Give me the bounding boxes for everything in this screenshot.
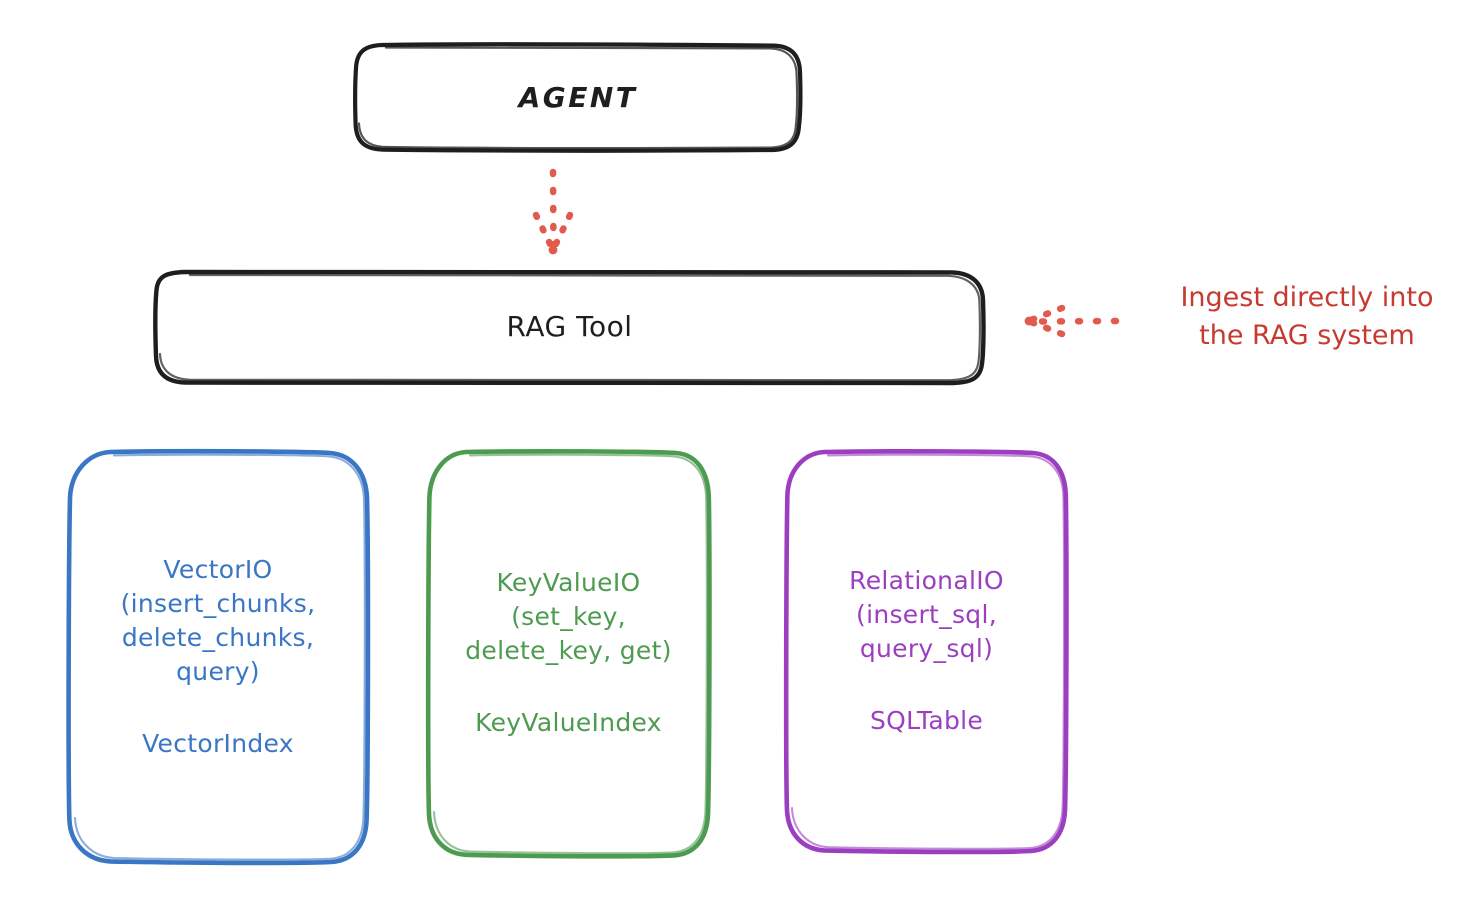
vector-io-subtitle: VectorIndex (142, 728, 294, 758)
rag-tool-box-outline (153, 268, 986, 387)
agent-label: AGENT (518, 80, 638, 114)
relational-io-title: RelationalIO (insert_sql, query_sql) (849, 565, 1004, 663)
connector-ingest-to-rag-tool (1024, 304, 1120, 338)
agent-box-outline (353, 42, 803, 153)
node-relational-io[interactable]: RelationalIO (insert_sql, query_sql) SQL… (787, 450, 1066, 851)
vector-io-box-outline (66, 448, 371, 866)
rag-tool-label: RAG Tool (506, 310, 633, 343)
node-vector-io[interactable]: VectorIO (insert_chunks, delete_chunks, … (68, 450, 368, 863)
node-key-value-io[interactable]: KeyValueIO (set_key, delete_key, get) Ke… (428, 450, 709, 856)
relational-io-box-outline (783, 448, 1069, 855)
connector-agent-to-rag-tool (532, 168, 574, 255)
key-value-io-title: KeyValueIO (set_key, delete_key, get) (465, 568, 672, 665)
key-value-io-subtitle: KeyValueIndex (475, 708, 662, 737)
node-rag-tool[interactable]: RAG Tool (155, 270, 984, 383)
relational-io-subtitle: SQLTable (869, 705, 984, 735)
annotation-ingest-directly: Ingest directly into the RAG system (1180, 282, 1434, 351)
key-value-io-box-outline (425, 448, 712, 859)
vector-io-title: VectorIO (insert_chunks, delete_chunks, … (120, 554, 316, 686)
node-agent[interactable]: AGENT (355, 43, 801, 151)
